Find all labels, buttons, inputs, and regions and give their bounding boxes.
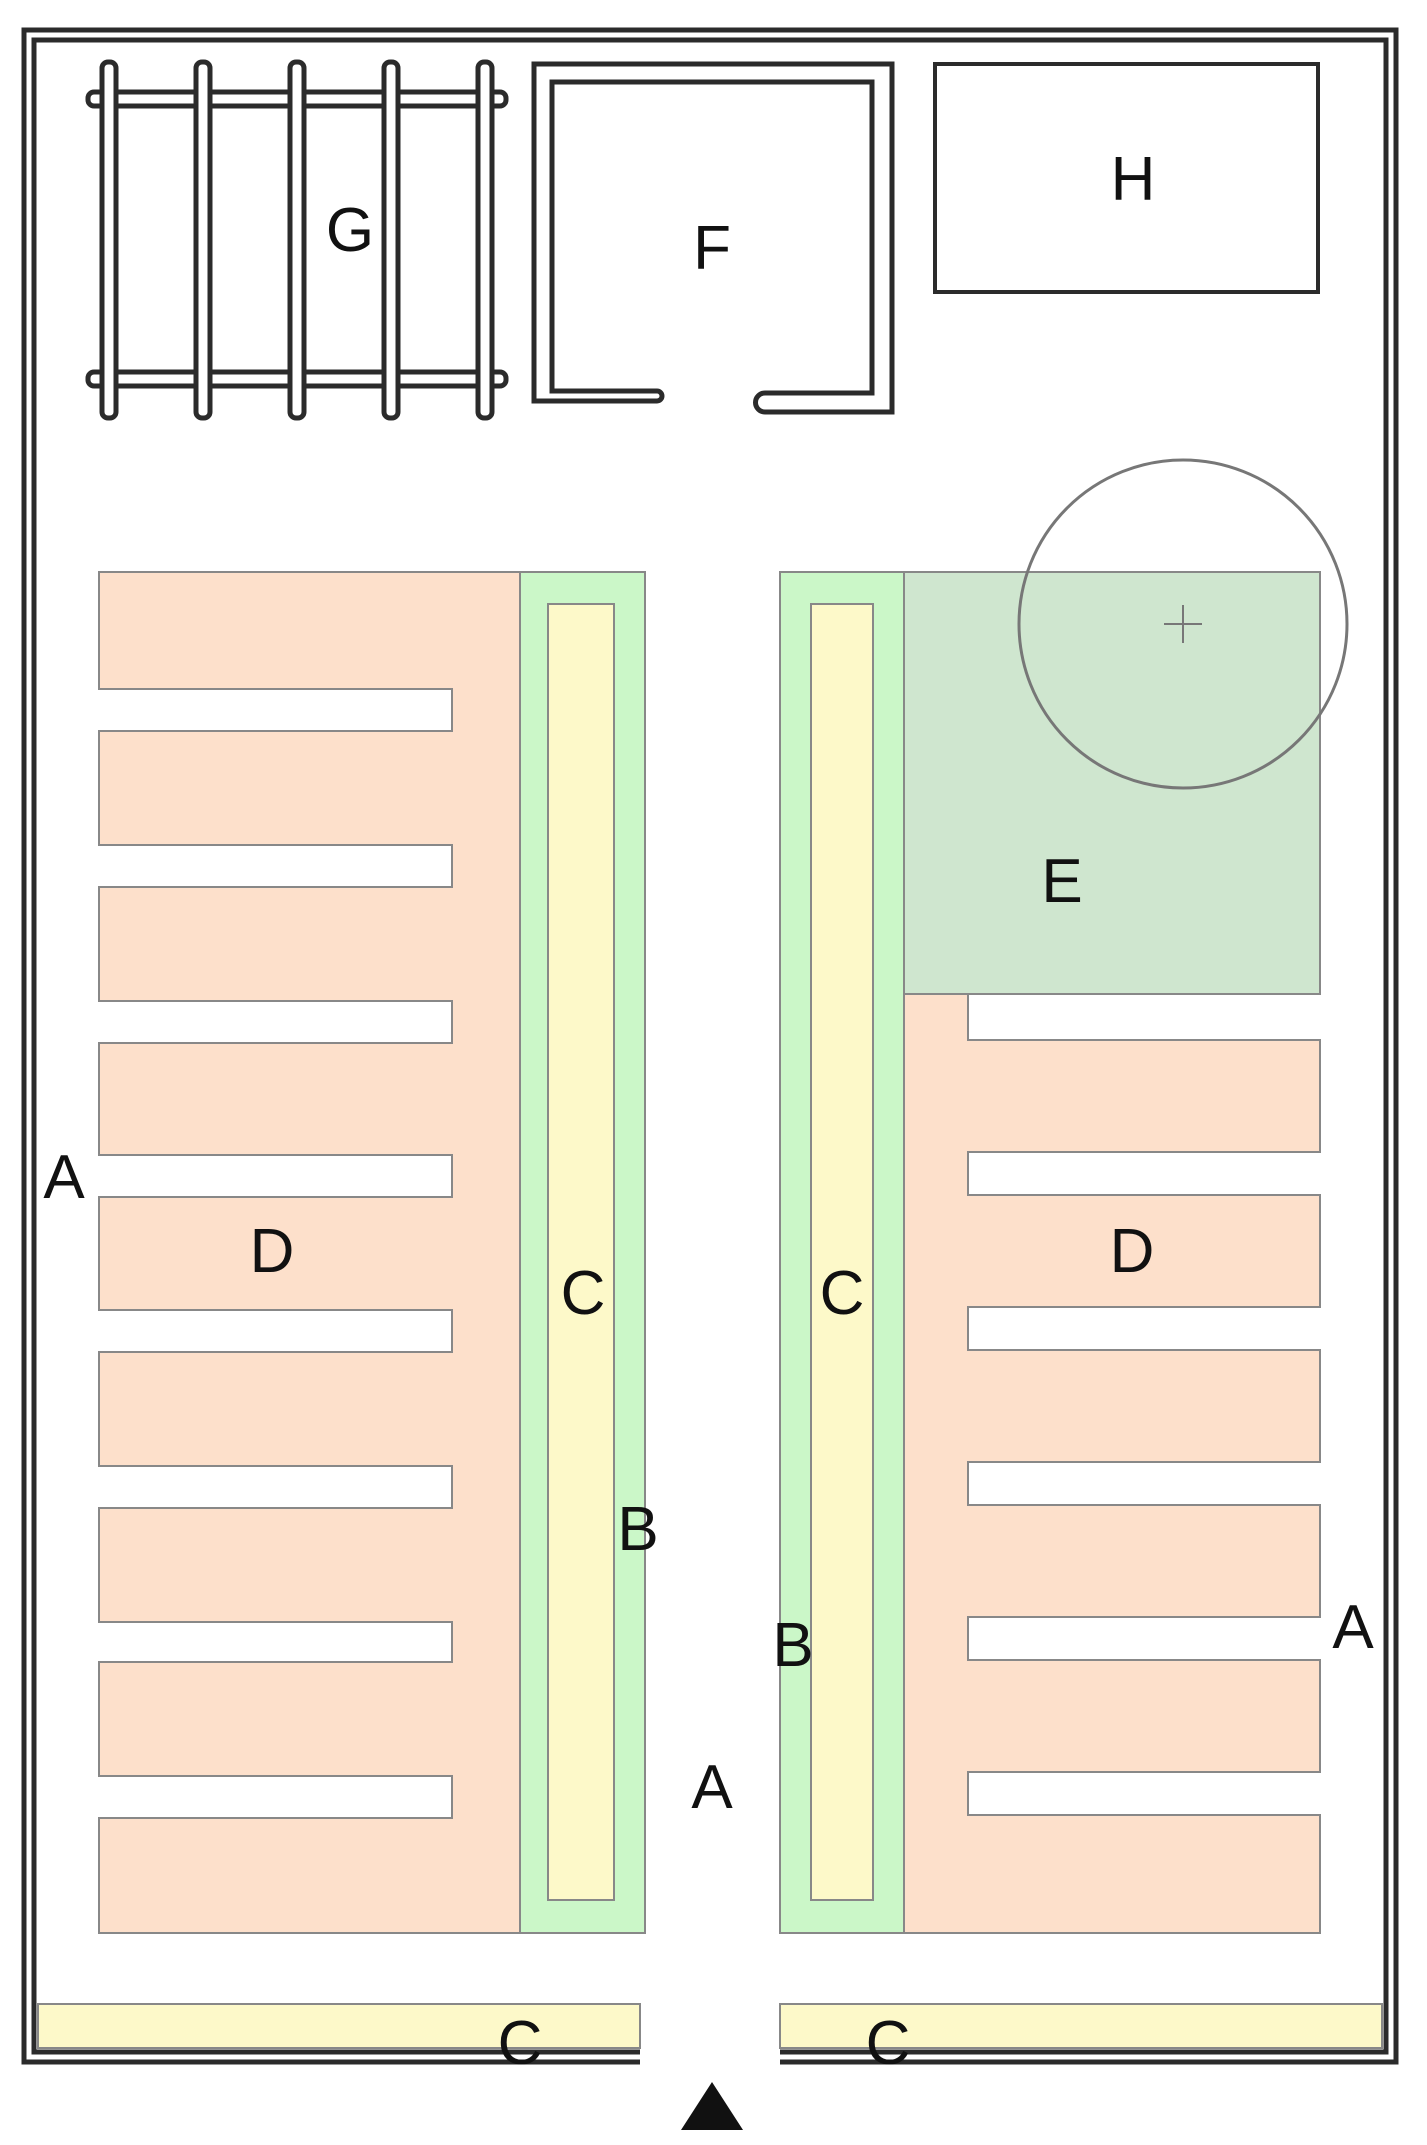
label-a-center: A (691, 1753, 733, 1822)
label-d-right: D (1110, 1217, 1155, 1286)
zone-c-bottom-right (779, 2003, 1383, 2049)
zone-d-right (903, 993, 1321, 1934)
zone-e (903, 571, 1321, 995)
zone-c-right (810, 603, 874, 1901)
circle-marker (1017, 458, 1349, 790)
label-b-left: B (617, 1495, 658, 1564)
label-c-bottom-left: C (498, 2009, 543, 2078)
label-a-left: A (43, 1143, 85, 1212)
label-c-left: C (561, 1259, 606, 1328)
label-e: E (1041, 847, 1082, 916)
label-c-right: C (820, 1259, 865, 1328)
label-g: G (326, 196, 374, 265)
structure-h (933, 62, 1320, 294)
zone-c-left (547, 603, 615, 1901)
crosshair-icon (1164, 605, 1202, 643)
outer-wall (21, 27, 1399, 2065)
label-b-right: B (772, 1611, 813, 1680)
label-c-bottom-right: C (866, 2009, 911, 2078)
label-h: H (1111, 145, 1156, 214)
label-d-left: D (250, 1217, 295, 1286)
label-f: F (693, 214, 731, 283)
zone-c-bottom-left (37, 2003, 641, 2049)
entrance-arrow-icon (681, 2082, 743, 2130)
structure-g (85, 59, 509, 421)
label-a-right: A (1332, 1593, 1374, 1662)
structure-f (531, 61, 895, 415)
zone-d-left (98, 571, 521, 1934)
